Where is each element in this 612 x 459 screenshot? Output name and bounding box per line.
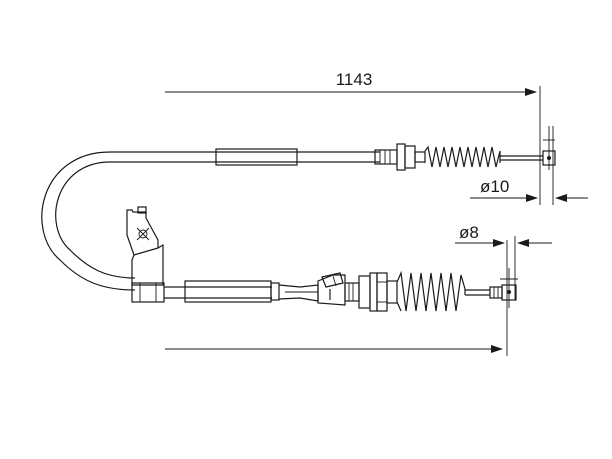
upper-bellows (424, 145, 501, 168)
cable-sheath-outer (41, 151, 380, 291)
mounting-bracket (126, 206, 165, 303)
bracket-grommet (131, 282, 165, 303)
lower-taper (278, 284, 319, 302)
lower-end-nipple (489, 286, 503, 299)
bracket-plate (126, 209, 159, 256)
lower-protective-sleeve (184, 280, 272, 303)
upper-flange (396, 143, 406, 171)
cable-sheath-inner (55, 161, 380, 279)
diameter-upper-label: ø10 (480, 177, 509, 196)
upper-end-fitting (374, 126, 556, 171)
cable-sheath (41, 148, 380, 291)
dimension-lower-length (165, 240, 508, 356)
upper-nut (404, 145, 416, 169)
bracket-hole (138, 229, 148, 239)
lower-nut-a (369, 272, 378, 312)
dimension-overall-length: 1143 (165, 70, 541, 205)
lower-cable-run (164, 280, 319, 303)
lower-ferrule (344, 282, 360, 302)
lower-clip-tab (321, 272, 344, 288)
lower-bellows (396, 270, 466, 312)
bracket-body (131, 243, 164, 286)
diameter-lower-label: ø8 (459, 223, 479, 242)
lower-clip-body (317, 274, 346, 306)
lower-nut-b (376, 272, 388, 312)
dimension-diameter-lower: ø8 (455, 223, 552, 300)
overall-length-label: 1143 (336, 70, 373, 89)
lower-flange (358, 275, 371, 309)
lower-end-fitting (317, 268, 518, 312)
upper-protective-sleeve (215, 148, 298, 166)
